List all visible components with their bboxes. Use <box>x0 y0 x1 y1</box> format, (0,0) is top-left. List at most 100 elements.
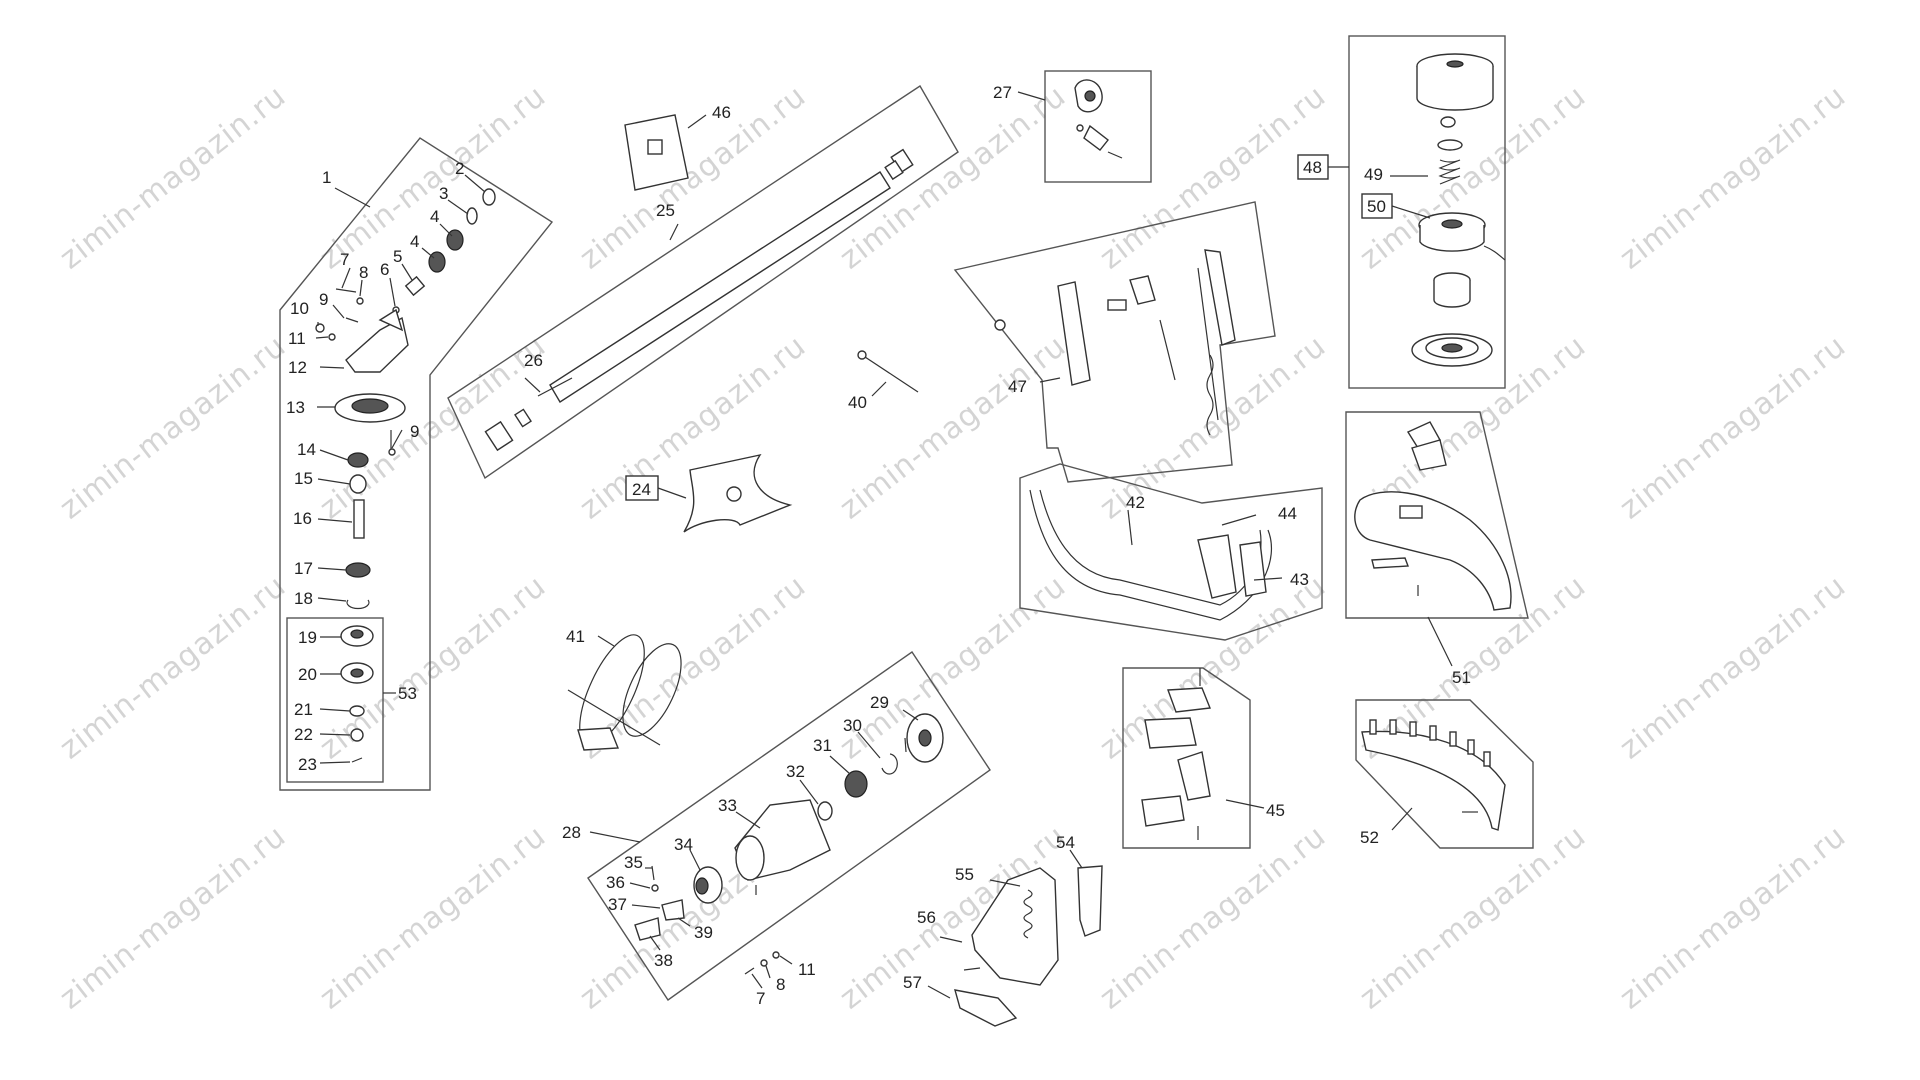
callout-14: 14 <box>297 440 316 459</box>
callout-11b: 11 <box>798 960 816 979</box>
callout-46: 46 <box>712 103 731 122</box>
callout-55: 55 <box>955 865 974 884</box>
watermark-layer: zimin-magazin.ru zimin-magazin.ru zimin-… <box>53 78 1852 1016</box>
guard-group: 51 <box>1345 411 1529 687</box>
callout-48: 48 <box>1303 158 1322 177</box>
callout-25: 25 <box>656 201 675 220</box>
watermark: zimin-magazin.ru <box>53 568 292 766</box>
guard-teeth <box>1369 719 1491 767</box>
callout-15: 15 <box>294 469 313 488</box>
group-53-outline <box>286 617 384 783</box>
callout-49: 49 <box>1364 165 1383 184</box>
callout-11: 11 <box>288 329 306 348</box>
callout-40: 40 <box>848 393 867 412</box>
callout-37: 37 <box>608 895 627 914</box>
watermark: zimin-magazin.ru <box>1613 328 1852 526</box>
callout-42: 42 <box>1126 493 1145 512</box>
trimmer-head-group: 48 49 50 <box>1297 35 1506 389</box>
callout-38: 38 <box>654 951 673 970</box>
watermark: zimin-magazin.ru <box>53 78 292 276</box>
clutch-group-outline <box>587 651 991 1001</box>
callout-1: 1 <box>322 168 331 187</box>
callout-17: 17 <box>294 559 313 578</box>
callout-57: 57 <box>903 973 922 992</box>
watermark: zimin-magazin.ru <box>1613 78 1852 276</box>
callout-24: 24 <box>632 480 651 499</box>
callout-52: 52 <box>1360 828 1379 847</box>
callout-2: 2 <box>455 159 464 178</box>
guard-extension-group: 52 <box>1355 699 1534 849</box>
callout-51: 51 <box>1452 668 1471 687</box>
gearbox-assembly-group: 1 2 3 4 4 5 6 7 8 9 10 11 12 13 9 14 15 … <box>279 137 554 791</box>
callout-27: 27 <box>993 83 1012 102</box>
callout-16: 16 <box>293 509 312 528</box>
callout-3: 3 <box>439 184 448 203</box>
callout-23: 23 <box>298 755 317 774</box>
callout-56: 56 <box>917 908 936 927</box>
callout-9b: 9 <box>410 422 419 441</box>
callout-41: 41 <box>566 627 585 646</box>
callout-36: 36 <box>606 873 625 892</box>
callout-35: 35 <box>624 853 643 872</box>
guard-extension-52 <box>1361 730 1506 831</box>
callout-34: 34 <box>674 835 693 854</box>
gearbox-parts <box>315 188 496 763</box>
callout-29: 29 <box>870 693 889 712</box>
watermark: zimin-magazin.ru <box>53 328 292 526</box>
harness-41-group: 41 <box>566 627 682 751</box>
handle-clamp-group: 45 <box>1122 667 1285 849</box>
callout-26: 26 <box>524 351 543 370</box>
callout-44: 44 <box>1278 504 1297 523</box>
callout-53: 53 <box>398 684 417 703</box>
plate-46-group: 46 <box>624 103 731 191</box>
watermark: zimin-magazin.ru <box>833 78 1072 276</box>
guard-51 <box>1354 491 1512 611</box>
watermark: zimin-magazin.ru <box>313 78 552 276</box>
callout-39: 39 <box>694 923 713 942</box>
callout-20: 20 <box>298 665 317 684</box>
callout-8b: 8 <box>776 975 785 994</box>
shaft-group-outline <box>447 85 959 480</box>
callout-50: 50 <box>1367 197 1386 216</box>
callout-47: 47 <box>1008 377 1027 396</box>
callout-22: 22 <box>294 725 313 744</box>
callout-33: 33 <box>718 796 737 815</box>
callout-4: 4 <box>430 207 439 226</box>
callout-48-box <box>1297 154 1329 180</box>
callout-30: 30 <box>843 716 862 735</box>
watermark: zimin-magazin.ru <box>1613 568 1852 766</box>
watermark: zimin-magazin.ru <box>53 818 292 1016</box>
handlebar-group: 42 44 43 <box>1019 463 1323 641</box>
watermark: zimin-magazin.ru <box>1093 78 1332 276</box>
callout-9: 9 <box>319 290 328 309</box>
cover-55 <box>971 867 1059 986</box>
callout-31: 31 <box>813 736 832 755</box>
callout-4b: 4 <box>410 232 419 251</box>
callout-18: 18 <box>294 589 313 608</box>
handlebar-group-outline <box>1019 463 1323 641</box>
shaft-tube-group: 25 26 <box>447 85 959 480</box>
clamp-set-outline <box>1122 667 1251 849</box>
callout-8: 8 <box>359 263 368 282</box>
watermark: zimin-magazin.ru <box>833 568 1072 766</box>
guard-extension-outline <box>1355 699 1534 849</box>
watermark: zimin-magazin.ru <box>1613 818 1852 1016</box>
engine-cover-group: 54 55 56 57 <box>903 833 1103 1027</box>
callout-45: 45 <box>1266 801 1285 820</box>
gearbox-group-outline <box>279 137 554 791</box>
callout-12: 12 <box>288 358 307 377</box>
callout-28: 28 <box>562 823 581 842</box>
callout-7: 7 <box>340 250 349 269</box>
callout-10: 10 <box>290 299 309 318</box>
trimmer-head-outline <box>1348 35 1506 389</box>
callout-5: 5 <box>393 247 402 266</box>
gearbox-leaders <box>315 174 486 764</box>
callout-32: 32 <box>786 762 805 781</box>
clamp-27-group: 27 <box>993 70 1152 183</box>
throttle-group-outline <box>953 201 1276 483</box>
callout-43: 43 <box>1290 570 1309 589</box>
drive-shaft-26 <box>537 377 573 397</box>
callout-54: 54 <box>1056 833 1075 852</box>
gasket-54 <box>1077 865 1103 937</box>
